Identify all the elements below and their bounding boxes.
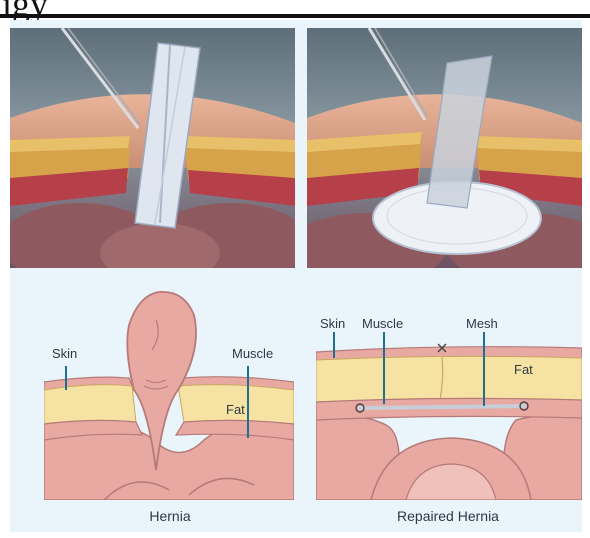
- repaired-fat-label: Fat: [514, 362, 533, 377]
- hernia-fat-label: Fat: [226, 402, 245, 417]
- hernia-skin-label: Skin: [52, 346, 77, 361]
- repaired-skin-label: Skin: [320, 316, 345, 331]
- surgery-photo-deployed: [307, 28, 582, 268]
- repaired-muscle-label: Muscle: [362, 316, 403, 331]
- hernia-diagram: [44, 290, 294, 500]
- hernia-muscle-label: Muscle: [232, 346, 273, 361]
- repaired-hernia-diagram: [316, 300, 582, 500]
- hernia-caption: Hernia: [130, 508, 210, 524]
- surgery-photo-insertion: [10, 28, 295, 268]
- cropped-heading-text: igy: [2, 0, 48, 22]
- repaired-mesh-label: Mesh: [466, 316, 498, 331]
- repaired-hernia-caption: Repaired Hernia: [378, 508, 518, 524]
- heading-rule: [0, 14, 590, 18]
